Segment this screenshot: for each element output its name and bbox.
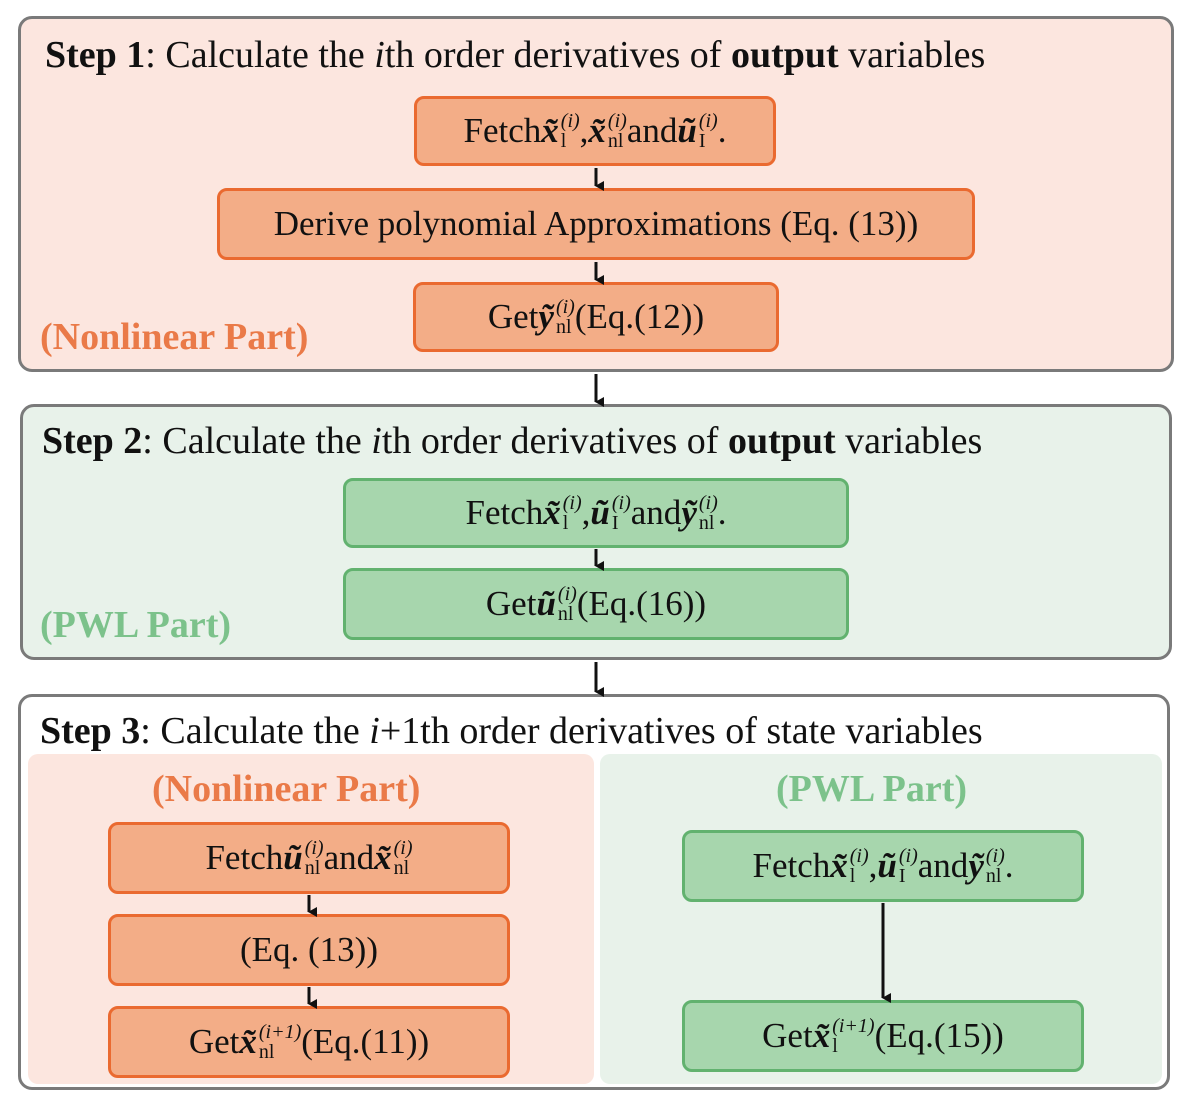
step1-nonlinear-tag: (Nonlinear Part) <box>40 316 309 358</box>
step1-derive-box: Derive polynomial Approximations (Eq. (1… <box>217 188 975 260</box>
step2-pwl-tag: (PWL Part) <box>40 604 232 646</box>
step3-pwl-tag: (PWL Part) <box>776 768 968 810</box>
step3-right-fetch-box: Fetch x̃(i)l , ũ(i)I and ỹ(i)nl . <box>682 830 1084 902</box>
step3-title: Step 3: Calculate the i+1th order deriva… <box>40 710 983 752</box>
step2-title: Step 2: Calculate the ith order derivati… <box>42 420 983 462</box>
step2-get-box: Get ũ(i)nl (Eq.(16)) <box>343 568 849 640</box>
step2-fetch-box: Fetch x̃(i)l , ũ(i)I and ỹ(i)nl . <box>343 478 849 548</box>
step1-fetch-box: Fetch x̃(i)l , x̃(i)nl and ũ(i)I . <box>414 96 776 166</box>
step3-left-eq-box: (Eq. (13)) <box>108 914 510 986</box>
step3-left-fetch-box: Fetch ũ(i)nl and x̃(i)nl <box>108 822 510 894</box>
step1-title: Step 1: Calculate the ith order derivati… <box>45 34 986 76</box>
step3-nonlinear-tag: (Nonlinear Part) <box>152 768 421 810</box>
